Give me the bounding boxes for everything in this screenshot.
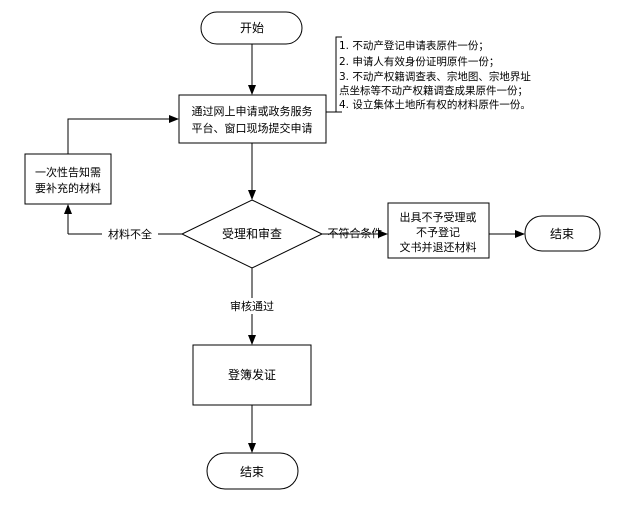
end-node-bottom (206, 452, 299, 490)
submit-label-line1: 通过网上申请或政务服务 (192, 104, 313, 118)
arrow-notice-to-submit (67, 115, 179, 154)
materials-item-3b: 点坐标等不动产权籍调查成果原件一份； (339, 84, 528, 97)
submit-node (178, 94, 327, 144)
register-node (192, 344, 312, 406)
submit-label-line2: 平台、窗口现场提交申请 (192, 121, 313, 135)
not-eligible-label: 不符合条件 (328, 226, 383, 240)
reject-node (387, 202, 490, 259)
notice-node (24, 153, 112, 205)
register-label: 登簿发证 (228, 367, 276, 382)
review-label: 受理和审查 (222, 226, 282, 241)
reject-label-line3: 文书并退还材料 (400, 240, 477, 254)
reject-label-line1: 出具不予受理或 (400, 210, 477, 224)
end-node-right (524, 215, 601, 252)
incomplete-label-bg (102, 226, 158, 242)
approved-label: 审核通过 (230, 299, 274, 313)
end-label-right: 结束 (550, 227, 574, 241)
reject-label-line2: 不予登记 (416, 225, 460, 239)
start-label: 开始 (240, 21, 264, 35)
materials-item-3a: 3. 不动产权籍调查表、宗地图、宗地界址 (339, 70, 531, 83)
incomplete-label: 材料不全 (108, 227, 152, 241)
materials-item-1: 1. 不动产登记申请表原件一份； (339, 39, 489, 52)
notice-label-line1: 一次性告知需 (35, 165, 101, 179)
materials-bracket (335, 36, 342, 113)
materials-item-2: 2. 申请人有效身份证明原件一份； (339, 55, 499, 68)
notice-label-line2: 要补充的材料 (35, 181, 101, 195)
materials-item-4: 4. 设立集体土地所有权的材料原件一份。 (339, 98, 531, 111)
end-label-bottom: 结束 (240, 465, 264, 479)
approved-label-bg (226, 298, 278, 314)
